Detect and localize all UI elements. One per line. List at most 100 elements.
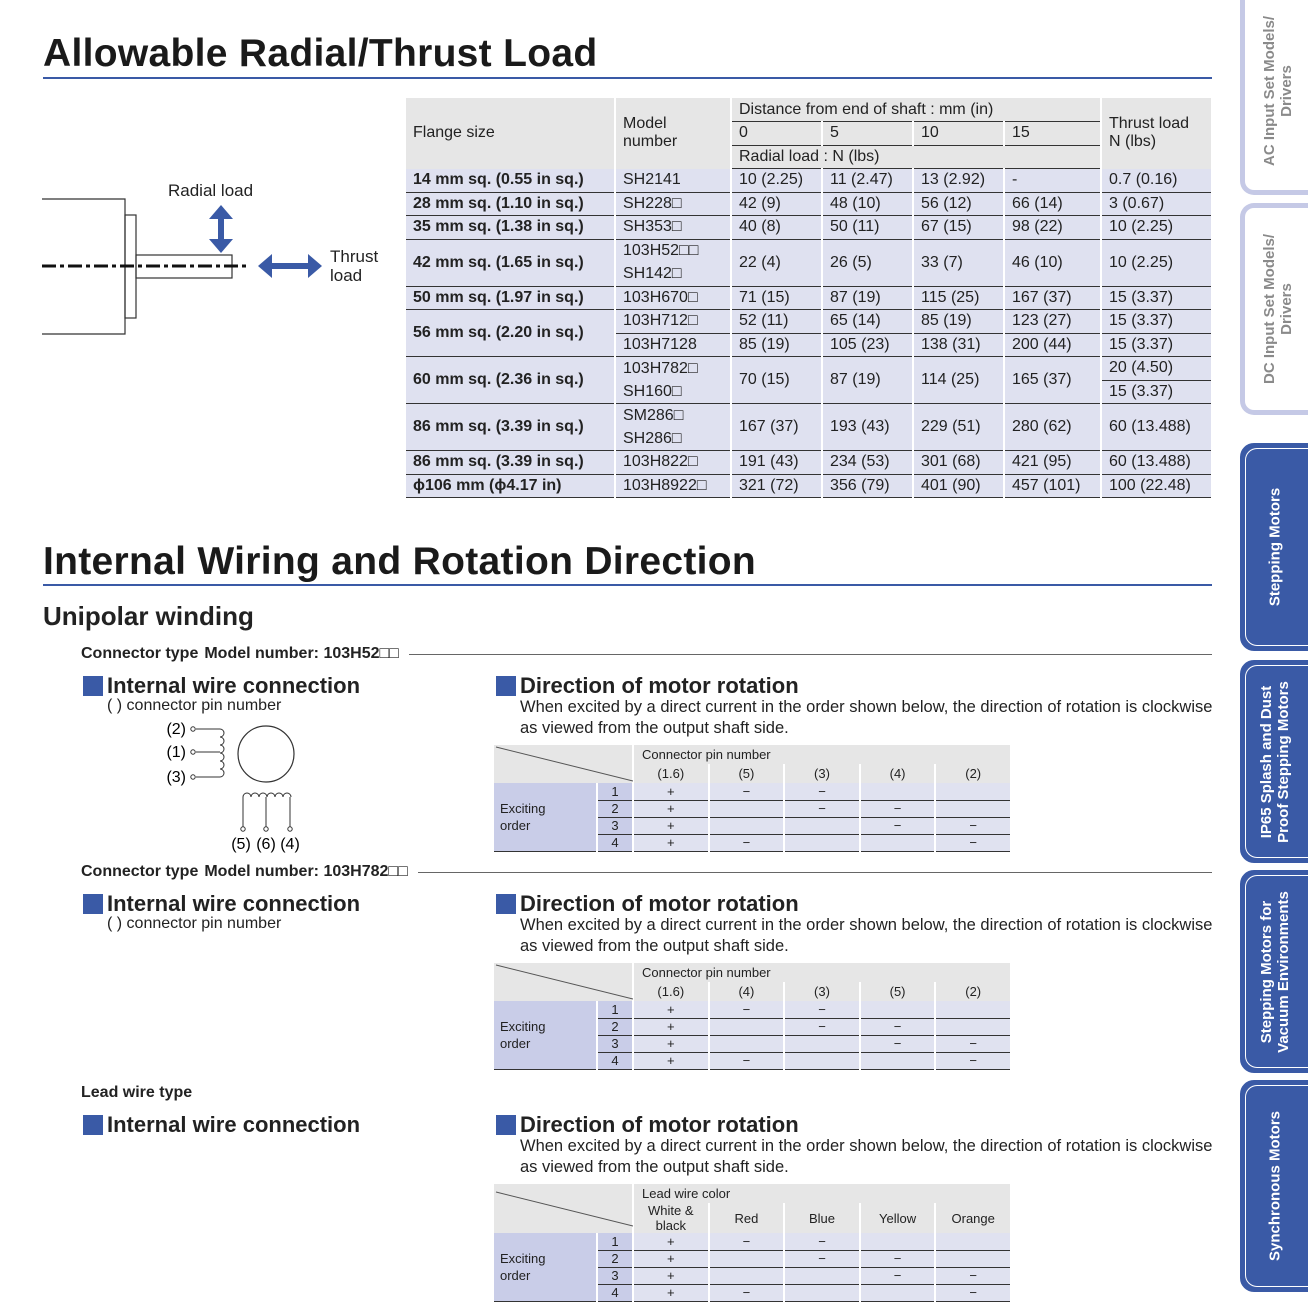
flange-cell: 56 mm sq. (2.20 in sq.) bbox=[406, 309, 616, 357]
radial-arrow-icon bbox=[209, 205, 233, 253]
side-tab-2[interactable]: DC Input Set Models/Drivers bbox=[1240, 203, 1308, 415]
table-row: 42 mm sq. (1.65 in sq.)103H52□□22 (4)26 … bbox=[406, 239, 1213, 287]
thrust-cell: 3 (0.67) bbox=[1101, 192, 1213, 216]
step-number: 1 bbox=[597, 1001, 634, 1019]
model-cell: 103H8922□ bbox=[615, 474, 732, 498]
divider-line bbox=[408, 653, 1212, 655]
column-header: Yellow bbox=[859, 1203, 937, 1233]
model-cell: SH142□ bbox=[615, 262, 732, 287]
radial-load-cell: 65 (14) bbox=[822, 309, 914, 334]
polarity-cell bbox=[859, 834, 937, 852]
thrust-arrow-icon bbox=[258, 254, 322, 278]
flange-cell: 42 mm sq. (1.65 in sq.) bbox=[406, 239, 616, 287]
thrust-cell: 10 (2.25) bbox=[1101, 215, 1213, 240]
polarity-cell: − bbox=[784, 1233, 861, 1251]
model-cell: 103H712□ bbox=[615, 309, 732, 334]
side-tab-1[interactable]: AC Input Set Models/Drivers bbox=[1240, 0, 1308, 195]
label-line: order bbox=[500, 817, 531, 833]
table-header-row: Lead wire color bbox=[494, 1184, 1012, 1233]
step-number: 2 bbox=[597, 1018, 634, 1036]
column-header: (1.6) bbox=[633, 764, 710, 783]
table-row: 60 mm sq. (2.36 in sq.)103H782□70 (15)87… bbox=[406, 356, 1213, 404]
polarity-cell: − bbox=[784, 1018, 861, 1036]
connector-type-heading: Lead wire type bbox=[81, 1084, 1212, 1102]
thrust-cell: 100 (22.48) bbox=[1101, 474, 1213, 498]
radial-load-cell: 22 (4) bbox=[731, 239, 823, 287]
radial-load-cell: 42 (9) bbox=[731, 192, 823, 216]
tab-line: Stepping Motors for bbox=[1258, 900, 1275, 1043]
radial-load-cell: 33 (7) bbox=[913, 239, 1005, 287]
heading-text: Internal wire connection bbox=[107, 891, 361, 916]
connector-type-label: Connector type bbox=[81, 645, 199, 662]
step-number: 3 bbox=[597, 817, 634, 835]
label-line: Exciting bbox=[500, 800, 546, 816]
polarity-cell: − bbox=[859, 1267, 937, 1285]
polarity-cell: − bbox=[935, 1267, 1012, 1285]
radial-load-cell: 115 (25) bbox=[913, 286, 1005, 310]
model-cell: SH353□ bbox=[615, 215, 732, 240]
radial-load-label: Radial load bbox=[168, 181, 253, 200]
radial-load-cell: 321 (72) bbox=[731, 474, 823, 498]
table-row: 2+−− bbox=[494, 1250, 1012, 1268]
radial-load-cell: 98 (22) bbox=[1004, 215, 1102, 240]
flange-cell: 60 mm sq. (2.36 in sq.) bbox=[406, 356, 616, 404]
flange-cell: 50 mm sq. (1.97 in sq.) bbox=[406, 286, 616, 310]
polarity-cell bbox=[784, 1284, 861, 1302]
pin-label: (2) bbox=[166, 721, 186, 738]
polarity-cell: − bbox=[935, 834, 1012, 852]
table-row: 56 mm sq. (2.20 in sq.)103H712□52 (11)65… bbox=[406, 309, 1213, 357]
model-cell: SH160□ bbox=[615, 380, 732, 404]
flange-cell: ϕ106 mm (ϕ4.17 in) bbox=[406, 474, 616, 498]
table-row: SH286□ bbox=[406, 427, 1212, 451]
header-flange: Flange size bbox=[406, 98, 616, 169]
label-line: order bbox=[500, 1267, 531, 1283]
step-number: 4 bbox=[597, 834, 634, 852]
column-header-row: (1.6)(4)(3)(5)(2) bbox=[494, 982, 1012, 1001]
table-row: 86 mm sq. (3.39 in sq.)SM286□167 (37)193… bbox=[406, 403, 1213, 451]
polarity-cell bbox=[935, 1018, 1012, 1036]
polarity-cell bbox=[859, 1233, 937, 1251]
side-tab-label: DC Input Set Models/Drivers bbox=[1261, 234, 1295, 384]
model-cell: SH286□ bbox=[615, 427, 732, 451]
rotor-circle bbox=[237, 725, 295, 783]
radial-load-cell: 229 (51) bbox=[913, 403, 1005, 451]
polarity-cell: − bbox=[935, 1052, 1012, 1070]
winding-diagram: (2)(1)(3)(5)(6)(4) bbox=[166, 721, 300, 853]
polarity-cell: − bbox=[859, 817, 937, 835]
polarity-cell bbox=[859, 783, 937, 801]
direction-heading: Direction of motor rotation bbox=[496, 673, 799, 699]
bullet-square-icon bbox=[496, 676, 516, 696]
polarity-cell bbox=[708, 800, 786, 818]
step-number: 4 bbox=[597, 1052, 634, 1070]
column-header: Red bbox=[708, 1203, 786, 1233]
thrust-load-label-2: load bbox=[330, 266, 362, 285]
tab-line: Stepping Motors bbox=[1266, 487, 1284, 607]
table-row: 3+−− bbox=[494, 1035, 1012, 1053]
table-row: 50 mm sq. (1.97 in sq.)103H670□71 (15)87… bbox=[406, 286, 1213, 310]
connector-type-label: Lead wire type bbox=[81, 1084, 193, 1101]
polarity-cell: + bbox=[633, 1250, 710, 1268]
radial-load-cell: 66 (14) bbox=[1004, 192, 1102, 216]
coil-left bbox=[219, 728, 225, 778]
column-header: (2) bbox=[935, 982, 1012, 1001]
pin-label: (4) bbox=[280, 836, 300, 853]
thrust-cell: 60 (13.488) bbox=[1101, 450, 1213, 475]
polarity-cell: + bbox=[633, 817, 710, 835]
bullet-square-icon bbox=[83, 894, 103, 914]
radial-load-cell: 191 (43) bbox=[731, 450, 823, 475]
side-tab-6[interactable]: Synchronous Motors bbox=[1240, 1080, 1308, 1292]
radial-load-cell: 46 (10) bbox=[1004, 239, 1102, 287]
side-tab-3[interactable]: Stepping Motors bbox=[1240, 443, 1308, 651]
section-rule bbox=[43, 584, 1212, 586]
divider-line bbox=[417, 871, 1212, 873]
polarity-cell: + bbox=[633, 800, 710, 818]
column-header: Blue bbox=[784, 1203, 861, 1233]
